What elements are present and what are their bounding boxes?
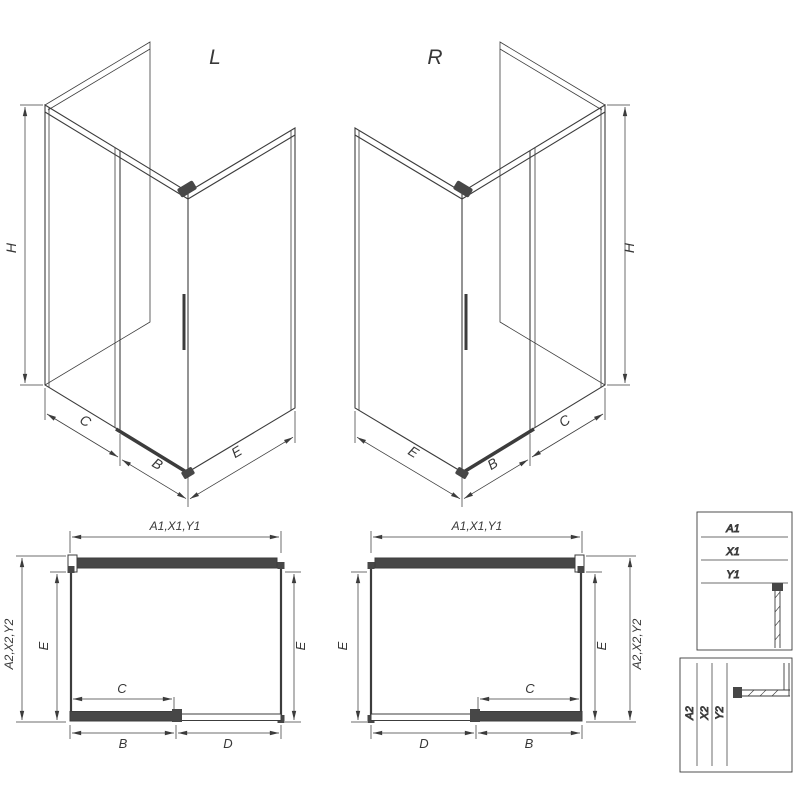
plan-left-dim-e-left: E	[36, 641, 51, 650]
detail-bottom-label-y2: Y2	[714, 706, 726, 719]
detail-bottom-label-a2: A2	[684, 706, 696, 720]
variant-label-left: L	[209, 46, 221, 69]
plan-geometry-right	[351, 531, 636, 739]
detail-top-frame	[696, 511, 793, 651]
plan-left-dim-a2x2y2: A2,X2,Y2	[2, 618, 16, 670]
plan-right-dim-e-right: E	[594, 641, 609, 650]
plan-left-dim-e-right: E	[293, 641, 308, 650]
plan-right-dim-a1x1y1: A1,X1,Y1	[451, 519, 503, 533]
detail-top-label-y1: Y1	[726, 569, 739, 581]
detail-bottom-label-x2: X2	[699, 706, 711, 720]
detail-top-label-a1: A1	[725, 523, 739, 535]
iso-right-dim-h: H	[621, 242, 637, 253]
detail-top-glass-section	[772, 583, 783, 648]
plan-right-dim-b: B	[525, 736, 534, 751]
plan-left-dim-d: D	[223, 736, 232, 751]
detail-view-top: A1 X1 Y1	[696, 511, 793, 651]
detail-bottom-glass-section	[733, 663, 790, 698]
plan-geometry-left	[16, 531, 301, 739]
plan-left-dim-a1x1y1: A1,X1,Y1	[149, 519, 201, 533]
plan-right-dim-a2x2y2: A2,X2,Y2	[630, 618, 644, 670]
variant-label-right: R	[427, 46, 442, 69]
detail-top-label-x1: X1	[725, 546, 739, 558]
detail-bottom-frame	[679, 657, 793, 773]
iso-right-dim-b: B	[484, 454, 500, 473]
plan-view-right: A1,X1,Y1 A2,X2,Y2 E E C B D	[335, 519, 644, 751]
iso-left-dim-b: B	[149, 454, 165, 473]
iso-left-dim-h: H	[3, 242, 19, 253]
plan-left-dim-b: B	[119, 736, 128, 751]
plan-right-dim-d: D	[419, 736, 428, 751]
iso-geometry-right	[355, 42, 630, 507]
iso-view-right: R H C B E	[355, 42, 637, 507]
iso-geometry-left	[20, 42, 295, 507]
iso-right-dim-e: E	[405, 442, 422, 461]
plan-right-dim-c: C	[525, 681, 535, 696]
iso-left-dim-e: E	[228, 442, 245, 461]
plan-left-dim-c: C	[117, 681, 127, 696]
iso-view-left: L H C B E	[3, 42, 295, 507]
plan-view-left: A1,X1,Y1 A2,X2,Y2 E E C B D	[2, 519, 308, 751]
plan-right-dim-e-left: E	[335, 641, 350, 650]
detail-view-bottom: A2 X2 Y2	[679, 657, 793, 773]
